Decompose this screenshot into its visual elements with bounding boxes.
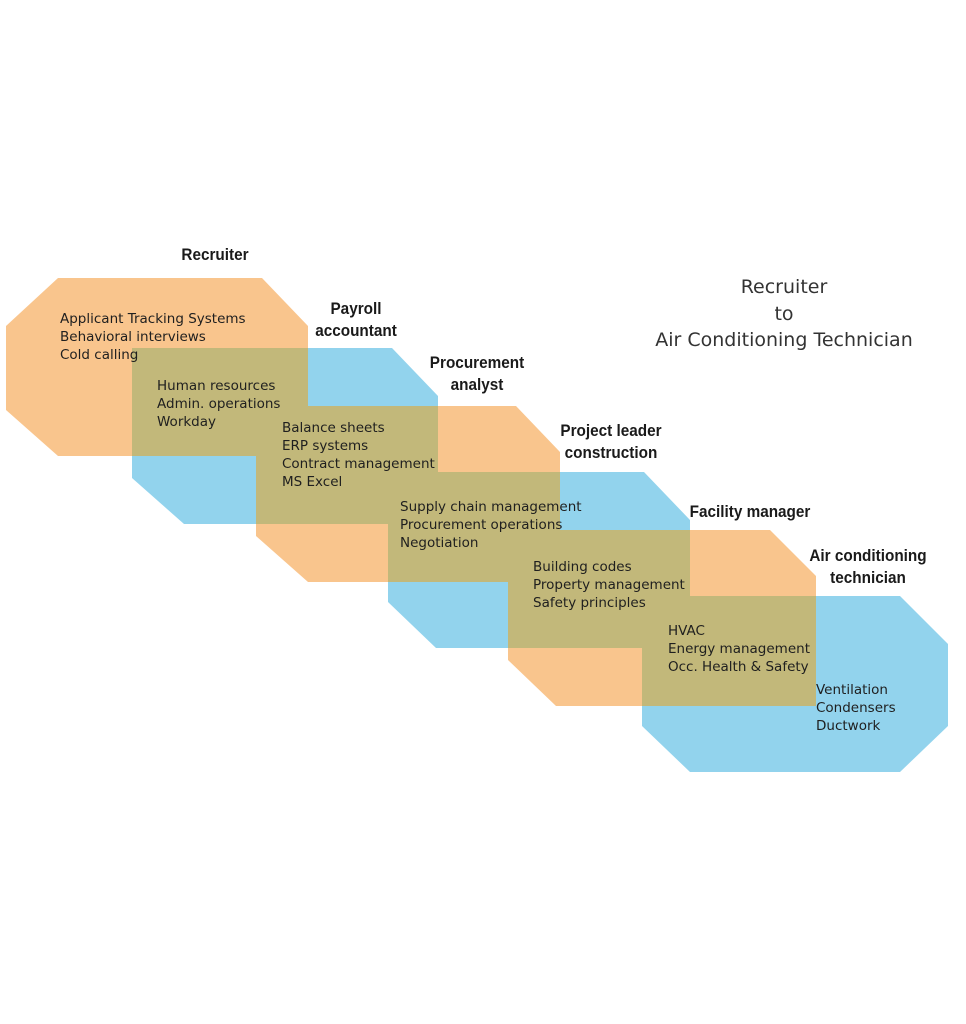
skill-item: Energy management [668, 641, 810, 657]
role-heading-procurement-analyst: Procurement analyst [429, 353, 525, 394]
skill-item: Occ. Health & Safety [668, 659, 809, 675]
skill-item: Building codes [533, 559, 632, 575]
skill-item: Workday [157, 414, 217, 430]
role-heading-facility-manager: Facility manager [689, 502, 811, 521]
skill-item: Contract management [282, 456, 435, 472]
skill-item: ERP systems [282, 438, 369, 454]
title-to: Air Conditioning Technician [655, 329, 913, 351]
skill-item: Human resources [157, 378, 276, 394]
skill-item: Condensers [816, 700, 896, 716]
skill-item: Supply chain management [400, 499, 582, 515]
skill-item: Property management [533, 577, 685, 593]
overlap-region [642, 596, 816, 706]
skills-facility-manager: Building codes Property management Safet… [533, 558, 685, 612]
role-heading-project-leader-construction: Project leader construction [560, 421, 662, 462]
skill-item: Safety principles [533, 595, 646, 611]
role-heading-air-conditioning-technician: Air conditioning technician [809, 546, 927, 587]
skills-final-role: Ventilation Condensers Ductwork [816, 681, 896, 735]
skill-item: Applicant Tracking Systems [60, 311, 246, 327]
skills-project-leader-construction: Supply chain management Procurement oper… [400, 498, 582, 552]
skills-payroll-accountant: Human resources Admin. operations Workda… [157, 377, 280, 431]
skill-item: Ductwork [816, 718, 881, 734]
skills-procurement-analyst: Balance sheets ERP systems Contract mana… [282, 419, 435, 491]
title-from: Recruiter [740, 276, 828, 298]
role-heading-payroll-accountant: Payroll accountant [315, 299, 397, 340]
title-connector: to [774, 302, 794, 325]
skill-item: MS Excel [282, 474, 343, 490]
skill-item: Procurement operations [400, 517, 563, 533]
skill-item: Admin. operations [157, 396, 281, 412]
skills-recruiter: Applicant Tracking Systems Behavioral in… [60, 310, 246, 364]
skill-item: Behavioral interviews [60, 329, 206, 345]
skills-air-conditioning-technician: HVAC Energy management Occ. Health & Saf… [668, 622, 810, 676]
skill-item: Negotiation [400, 535, 479, 551]
skill-item: Cold calling [60, 347, 139, 363]
skill-item: HVAC [668, 623, 705, 639]
skill-item: Balance sheets [282, 420, 385, 436]
skill-item: Ventilation [816, 682, 888, 698]
diagram-title: Recruiter to Air Conditioning Technician [636, 274, 932, 354]
role-heading-recruiter: Recruiter [181, 245, 249, 264]
